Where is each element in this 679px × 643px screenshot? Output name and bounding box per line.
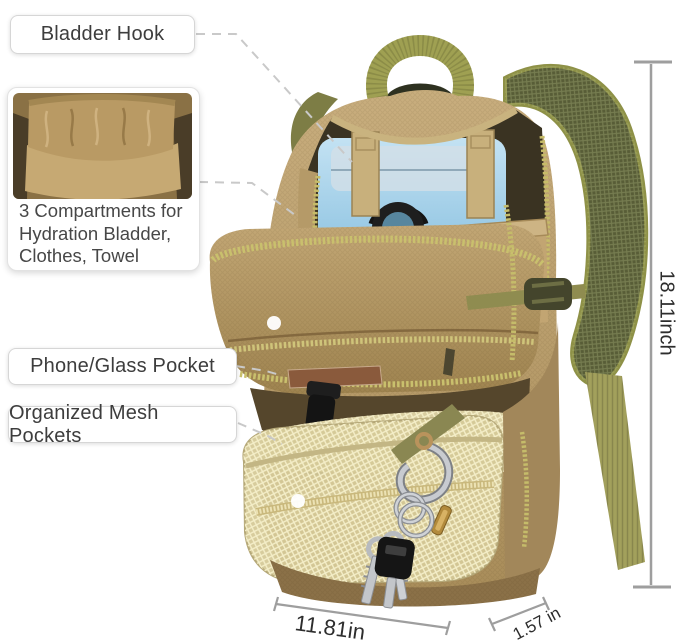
callout-bladder-hook-label: Bladder Hook: [40, 23, 165, 45]
callout-compartments-card: 3 Compartments for Hydration Bladder, Cl…: [7, 87, 200, 271]
callout-compartments-label: 3 Compartments for Hydration Bladder, Cl…: [19, 200, 183, 267]
keys: [360, 530, 415, 609]
height-dimension-line: [633, 60, 672, 589]
flap-zipper-pull: [443, 348, 455, 376]
shoulder-strap: [503, 63, 649, 570]
main-compartment: [298, 107, 550, 303]
leader-phone-pocket: [235, 365, 281, 376]
bladder-hook-straps: [351, 129, 495, 219]
white-dot-flap: [267, 316, 281, 330]
brass-zipper-pull: [431, 505, 452, 536]
callout-phone-pocket-label: Phone/Glass Pocket: [30, 355, 215, 377]
key-rings: [393, 491, 435, 539]
width-dimension-line: [272, 596, 452, 636]
compartment-photo-art: [13, 93, 192, 199]
leader-mesh-pockets: [237, 422, 283, 445]
carabiner-and-keys: [360, 404, 465, 609]
dimension-lines: [272, 60, 672, 636]
compartment-photo: [13, 93, 192, 199]
callout-mesh-pockets-label: Organized Mesh Pockets: [9, 401, 159, 447]
leader-bladder-hook: [196, 33, 353, 163]
callout-mesh-pockets: Organized Mesh Pockets: [8, 402, 237, 447]
leader-lines: [196, 33, 353, 445]
front-flap: [209, 224, 545, 394]
height-dimension-label: 18.11inch: [655, 270, 678, 356]
leader-compartments: [198, 181, 296, 216]
callout-phone-pocket: Phone/Glass Pocket: [8, 348, 237, 385]
depth-dimension-line: [488, 596, 550, 632]
black-key: [374, 536, 415, 609]
callout-bladder-hook: Bladder Hook: [10, 15, 195, 54]
bag-side-and-base: [270, 204, 560, 607]
white-dot-mesh: [291, 494, 305, 508]
side-buckle: [466, 278, 586, 310]
